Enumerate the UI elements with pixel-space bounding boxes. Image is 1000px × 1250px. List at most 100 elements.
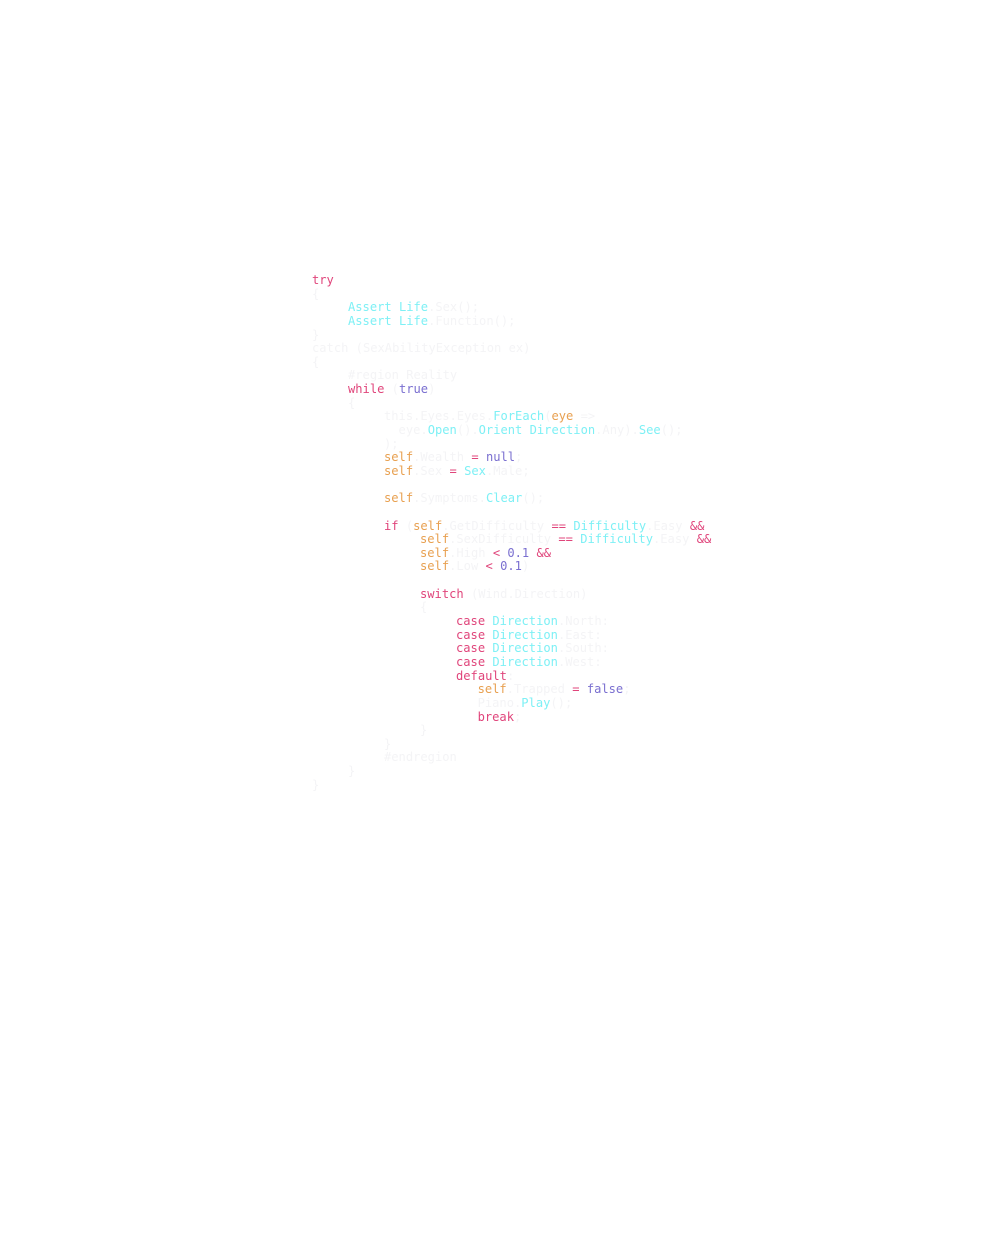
code-line: break; xyxy=(312,709,711,725)
code-token: = xyxy=(449,463,465,478)
code-token: } xyxy=(420,723,428,738)
code-token: { xyxy=(348,395,356,410)
code-line: self.Symptoms.Clear(); xyxy=(312,491,711,506)
code-token: ) xyxy=(521,559,530,574)
code-line: case Direction.East: xyxy=(312,627,711,643)
code-token: (). xyxy=(456,423,479,438)
code-token: try xyxy=(312,273,334,287)
code-line: } xyxy=(312,327,711,343)
code-token: } xyxy=(384,736,392,751)
code-line: #endregion xyxy=(312,751,711,765)
code-token: = xyxy=(572,682,587,697)
code-token: case xyxy=(456,627,493,642)
code-token: < xyxy=(492,545,508,560)
code-token: self xyxy=(413,518,443,533)
code-token: Assert Life xyxy=(348,313,429,328)
code-token: if xyxy=(384,518,399,533)
code-token: && xyxy=(536,545,552,560)
code-token: eye xyxy=(551,409,574,424)
code-token xyxy=(529,546,536,560)
code-token: .South: xyxy=(557,641,609,656)
code-token: ; xyxy=(623,682,631,697)
code-token: .East: xyxy=(557,627,602,642)
code-token: case xyxy=(456,614,493,629)
code-token: catch (SexAbilityException ex) xyxy=(312,341,531,356)
code-token: ( xyxy=(544,409,552,424)
code-token: .Easy xyxy=(653,532,697,547)
code-line: self.SexDifficulty == Difficulty.Easy && xyxy=(312,532,711,547)
code-token: while xyxy=(348,382,385,397)
code-line: this.Eyes.Eyes.ForEach(eye => xyxy=(312,410,711,424)
code-line: catch (SexAbilityException ex) xyxy=(312,341,711,356)
code-token: self xyxy=(420,532,450,547)
code-token: Sex xyxy=(464,463,486,478)
code-line: try xyxy=(312,273,711,288)
code-line: while (true) xyxy=(312,382,711,397)
code-line: { xyxy=(312,287,711,302)
code-token: self xyxy=(477,682,507,697)
code-token: self xyxy=(384,463,414,478)
code-token: true xyxy=(398,382,429,397)
code-token: .North: xyxy=(557,614,609,629)
code-token: ; xyxy=(514,709,522,724)
code-line: { xyxy=(312,601,711,615)
code-token: default xyxy=(456,668,507,683)
code-token: null xyxy=(485,450,516,465)
code-token: Direction xyxy=(492,614,558,629)
code-line xyxy=(312,506,711,520)
code-line: Assert Life.Function(); xyxy=(312,313,711,329)
code-token: => xyxy=(573,409,596,424)
code-token: Direction xyxy=(492,641,558,656)
code-line: { xyxy=(312,354,711,370)
code-token: == xyxy=(558,532,581,547)
code-token: .Easy xyxy=(646,518,690,533)
code-token: self xyxy=(384,450,414,465)
code-token: .High xyxy=(449,545,493,560)
code-token: Orient Direction xyxy=(478,423,596,438)
code-line: switch (Wind.Direction) xyxy=(312,586,711,602)
code-token: .Symptoms. xyxy=(413,491,486,506)
code-line: } xyxy=(312,723,711,738)
code-line xyxy=(312,479,711,493)
code-token: ForEach xyxy=(493,409,545,424)
code-token: ( xyxy=(398,518,414,533)
code-token: ) xyxy=(428,382,436,397)
code-line: case Direction.West: xyxy=(312,655,711,670)
code-token: .Sex xyxy=(413,463,450,478)
code-token: .Function(); xyxy=(428,313,516,328)
code-token: ); xyxy=(384,436,399,451)
code-token: ( xyxy=(384,382,399,397)
code-token: .Wealth xyxy=(413,450,472,465)
code-token: break xyxy=(477,709,514,724)
code-token: Open xyxy=(427,423,457,438)
code-line: if (self.GetDifficulty == Difficulty.Eas… xyxy=(312,518,711,534)
code-token: self xyxy=(420,559,450,574)
code-token: == xyxy=(551,518,574,533)
code-line: ); xyxy=(312,436,711,452)
code-line: self.Wealth = null; xyxy=(312,451,711,465)
code-token: < xyxy=(485,559,501,574)
code-token: eye. xyxy=(384,423,428,438)
code-token: } xyxy=(312,327,320,342)
code-token: (); xyxy=(660,423,683,438)
code-line: } xyxy=(312,764,711,779)
code-token: { xyxy=(312,354,320,369)
code-token: } xyxy=(348,764,356,779)
code-line xyxy=(312,574,711,588)
code-token: Piano. xyxy=(477,695,522,710)
code-line: default: xyxy=(312,668,711,684)
code-token: case xyxy=(456,641,493,656)
code-token: { xyxy=(420,600,428,615)
code-token: Play xyxy=(521,695,551,710)
code-token: ; xyxy=(515,450,523,465)
code-token: Clear xyxy=(485,491,523,506)
code-token: (Wind.Direction) xyxy=(463,586,588,601)
code-line: case Direction.South: xyxy=(312,641,711,656)
code-token: false xyxy=(586,682,624,697)
code-listing: try{Assert Life.Sex();Assert Life.Functi… xyxy=(312,273,711,792)
code-token: See xyxy=(638,423,661,438)
code-token: .GetDifficulty xyxy=(442,518,552,533)
code-token: #region Reality xyxy=(348,368,458,383)
code-token: : xyxy=(506,668,515,683)
code-line: { xyxy=(312,395,711,411)
